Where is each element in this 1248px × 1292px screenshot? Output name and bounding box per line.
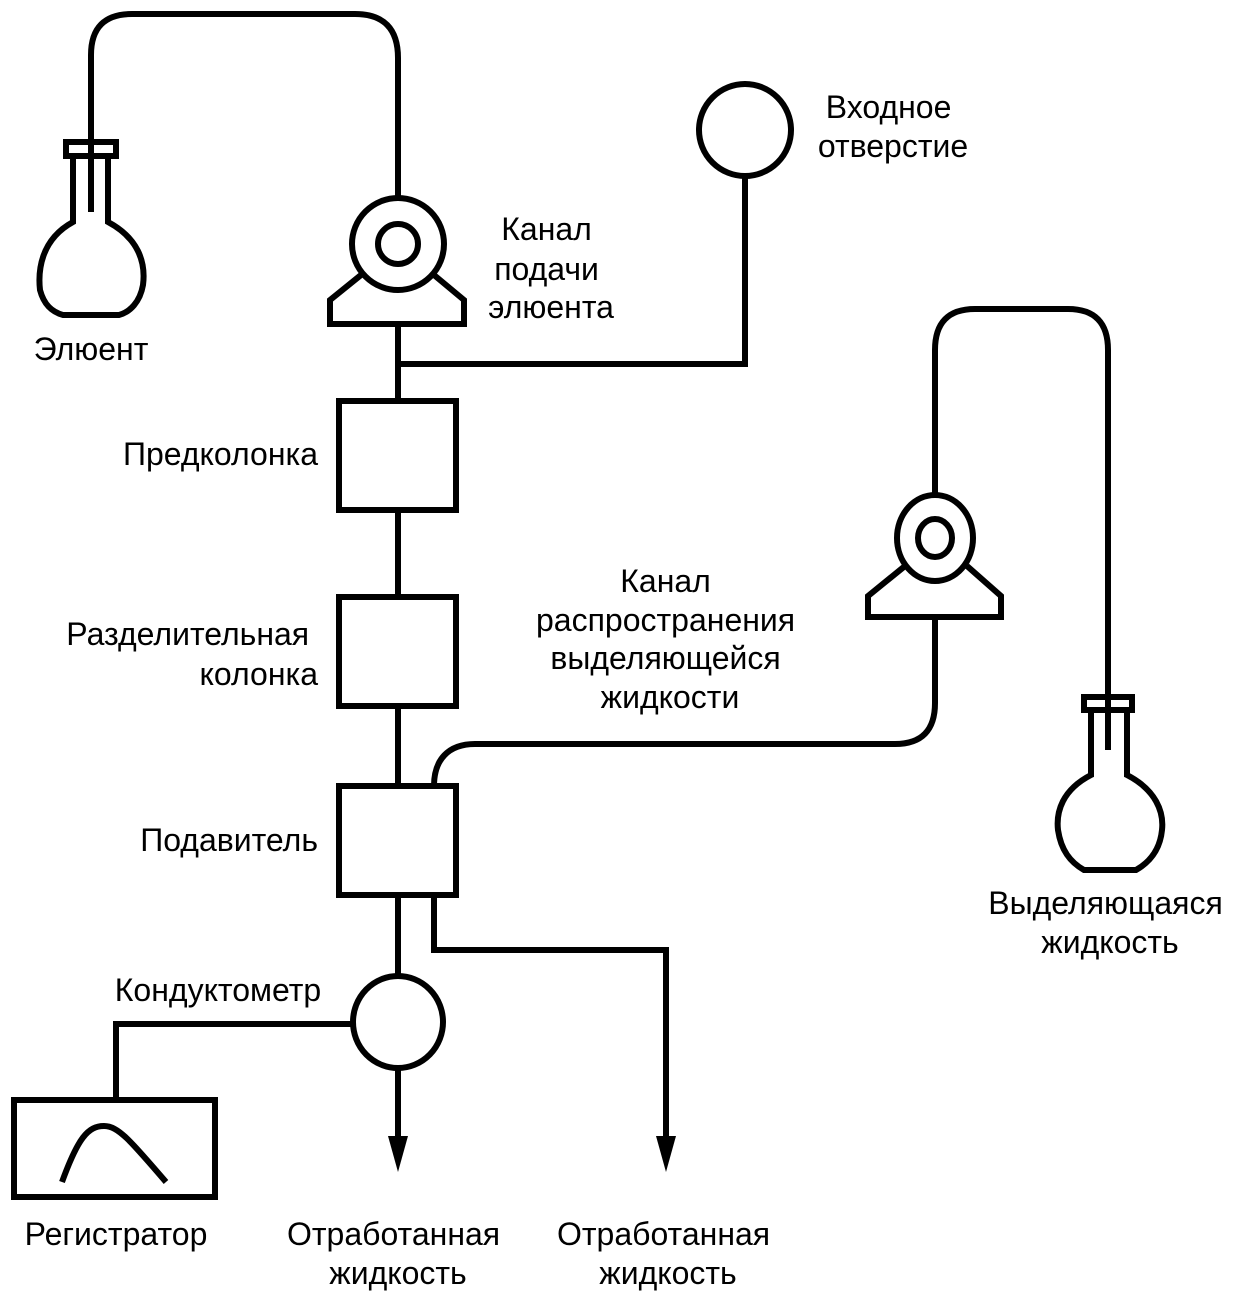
conductometer-label: Кондуктометр — [115, 972, 321, 1008]
regenerant-pump-icon — [865, 492, 1004, 620]
suppressor-label: Подавитель — [140, 822, 318, 858]
separation-column-label: Разделительная колонка — [66, 616, 318, 692]
inlet-port-icon — [696, 81, 794, 179]
signal-cable — [113, 1021, 352, 1098]
regenerant-tube — [932, 306, 1111, 750]
regenerant-label: Выделяющаяся жидкость — [988, 885, 1231, 960]
regenerant-supply-tube — [431, 618, 938, 787]
eluent-tube — [88, 11, 401, 198]
inlet-label: Входное отверстие — [818, 89, 968, 164]
recorder-label: Регистратор — [25, 1216, 208, 1252]
conductometer-cell-icon — [350, 973, 446, 1071]
recorder-icon — [11, 1097, 218, 1200]
eluent-pump-icon — [327, 195, 467, 327]
eluent-flask-icon — [36, 139, 147, 318]
waste-2-arrow-icon — [656, 1136, 676, 1172]
eluent-pump-label: Канал подачи элюента — [488, 211, 614, 325]
suppressor-waste-line — [431, 895, 669, 1140]
precolumn-label: Предколонка — [123, 436, 318, 472]
eluent-label: Элюент — [34, 331, 149, 367]
waste-2-label: Отработанная жидкость — [557, 1216, 779, 1291]
inlet-tube — [398, 176, 748, 367]
waste-1-arrow-icon — [388, 1136, 408, 1172]
separation-column-box — [336, 594, 459, 709]
regenerant-pump-label: Канал распространения выделяющейся жидко… — [536, 563, 804, 715]
suppressor-box — [336, 783, 459, 898]
waste-1-label: Отработанная жидкость — [287, 1216, 509, 1291]
precolumn-box — [336, 398, 459, 513]
regenerant-flask-icon — [1054, 694, 1166, 873]
